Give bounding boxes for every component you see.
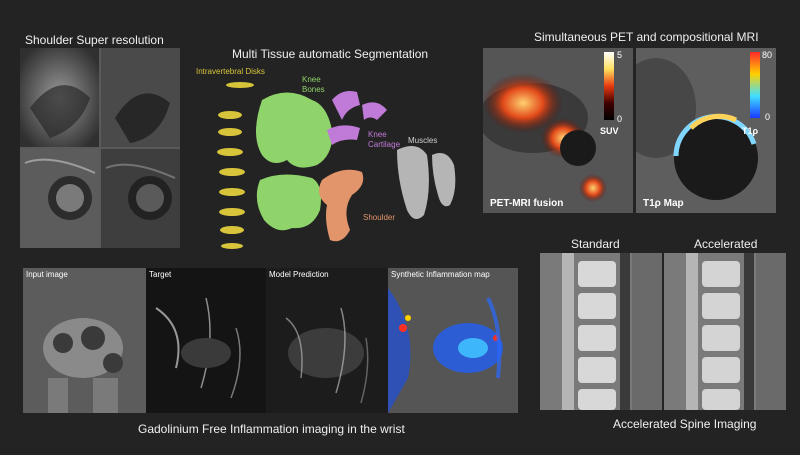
suv-min-label: 0: [617, 114, 623, 124]
knee-bones: [256, 92, 333, 231]
wrist-label-inflammation: Synthetic Inflammation map: [391, 270, 490, 279]
intervertebral-disks: [217, 82, 254, 249]
wrist-panel-target: [146, 268, 266, 413]
spine-accelerated-image: [664, 253, 786, 410]
label-muscles: Muscles: [408, 136, 438, 145]
suv-colorbar: [604, 52, 614, 120]
wrist-label-prediction: Model Prediction: [269, 270, 329, 279]
segmentation-title: Multi Tissue automatic Segmentation: [232, 47, 429, 61]
muscles: [397, 146, 456, 219]
pet-mri-fusion-label: PET-MRI fusion: [490, 198, 564, 209]
knee-cartilage: [327, 91, 387, 145]
shoulder-title: Shoulder Super resolution: [25, 33, 164, 47]
label-disks: Intravertebral Disks: [196, 67, 265, 76]
t1p-max-label: 80: [762, 50, 773, 60]
wrist-label-input: Input image: [26, 270, 68, 279]
pet-mri-title: Simultaneous PET and compositional MRI: [534, 30, 759, 44]
spine-accelerated-label: Accelerated: [694, 237, 758, 251]
label-shoulder: Shoulder: [363, 213, 396, 222]
suv-unit-label: SUV: [600, 126, 619, 136]
wrist-panel-input: [23, 268, 146, 413]
label-knee-bones: Knee Bones: [302, 75, 325, 94]
t1p-colorbar: [750, 52, 760, 118]
shoulder-bone: [318, 169, 364, 242]
t1p-unit-label: T1ρ: [742, 126, 759, 136]
wrist-panel-inflammation-map: [388, 268, 518, 413]
wrist-panel-prediction: [266, 268, 388, 413]
shoulder-image-grid: [20, 48, 180, 248]
spine-caption: Accelerated Spine Imaging: [613, 417, 757, 431]
wrist-caption: Gadolinium Free Inflammation imaging in …: [138, 422, 405, 436]
label-knee-cartilage: Knee Cartilage: [368, 130, 401, 149]
t1p-map-label: T1ρ Map: [643, 198, 684, 209]
t1p-min-label: 0: [765, 112, 771, 122]
wrist-label-target: Target: [149, 270, 172, 279]
segmentation-render: [217, 82, 456, 249]
spine-standard-image: [540, 253, 662, 410]
suv-max-label: 5: [617, 50, 623, 60]
spine-standard-label: Standard: [571, 237, 620, 251]
